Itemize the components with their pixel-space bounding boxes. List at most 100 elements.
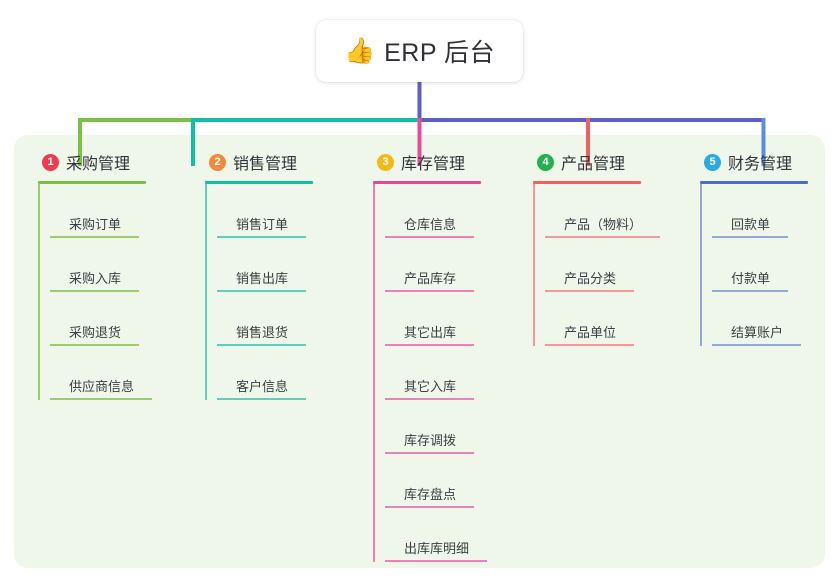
- branch-badge-1: 1: [42, 153, 59, 171]
- leaf-node[interactable]: 采购订单: [50, 184, 188, 238]
- branch-title-2: 销售管理: [233, 156, 298, 173]
- leaf-node[interactable]: 回款单: [712, 184, 839, 238]
- leaf-node[interactable]: 付款单: [712, 238, 839, 292]
- branch-spine-4: [533, 184, 535, 346]
- leaf-rule: [50, 236, 139, 238]
- branch-badge-5: 5: [704, 153, 721, 171]
- leaf-label: 产品单位: [564, 325, 617, 340]
- leaf-rule: [385, 506, 474, 508]
- leaf-label: 客户信息: [236, 379, 289, 394]
- leaf-node[interactable]: 仓库信息: [385, 184, 533, 238]
- leaf-rule: [712, 344, 801, 346]
- leaf-label: 采购入库: [69, 271, 122, 286]
- leaf-node[interactable]: 库存调拨: [385, 400, 533, 454]
- root-node-title: ERP 后台: [384, 39, 496, 67]
- leaf-rule: [385, 452, 474, 454]
- leaf-rule: [545, 290, 634, 292]
- leaf-rule: [50, 398, 152, 400]
- leaf-rule: [385, 290, 474, 292]
- leaf-label: 采购退货: [69, 325, 122, 340]
- leaf-rule: [385, 344, 474, 346]
- leaf-label: 其它入库: [404, 379, 457, 394]
- leaf-rule: [385, 398, 474, 400]
- leaf-node[interactable]: 库存盘点: [385, 454, 533, 508]
- branch-title-1: 采购管理: [66, 156, 131, 173]
- leaf-label: 销售订单: [236, 217, 289, 232]
- branch-title-5: 财务管理: [728, 156, 793, 173]
- leaf-label: 产品（物料）: [564, 217, 643, 232]
- leaf-label: 供应商信息: [69, 379, 135, 394]
- branch-header-4[interactable]: 4 产品管理: [533, 150, 703, 174]
- branch-items-3: 仓库信息 产品库存 其它出库 其它入库 库存调拨 库存盘点: [373, 184, 533, 562]
- branch-column-3: 3 库存管理 仓库信息 产品库存 其它出库 其它入库 库存调拨: [373, 150, 533, 562]
- branch-header-rule-5: [700, 181, 808, 184]
- leaf-label: 付款单: [731, 271, 771, 286]
- diagram-background-panel: [14, 135, 825, 568]
- branch-column-5: 5 财务管理 回款单 付款单 结算账户: [700, 150, 839, 346]
- leaf-node[interactable]: 产品单位: [545, 292, 703, 346]
- branch-header-5[interactable]: 5 财务管理: [700, 150, 839, 174]
- leaf-rule: [385, 236, 474, 238]
- leaf-label: 结算账户: [731, 325, 784, 340]
- leaf-label: 库存盘点: [404, 487, 457, 502]
- leaf-rule: [50, 344, 139, 346]
- branch-items-2: 销售订单 销售出库 销售退货 客户信息: [205, 184, 355, 400]
- branch-spine-3: [373, 184, 375, 562]
- branch-column-4: 4 产品管理 产品（物料） 产品分类 产品单位: [533, 150, 703, 346]
- branch-header-rule-4: [533, 181, 641, 184]
- branch-items-4: 产品（物料） 产品分类 产品单位: [533, 184, 703, 346]
- branch-title-4: 产品管理: [561, 156, 626, 173]
- branch-spine-2: [205, 184, 207, 400]
- leaf-label: 其它出库: [404, 325, 457, 340]
- leaf-node[interactable]: 采购入库: [50, 238, 188, 292]
- root-node[interactable]: 👍 ERP 后台: [316, 20, 523, 82]
- branch-column-1: 1 采购管理 采购订单 采购入库 采购退货 供应商信息: [38, 150, 188, 400]
- branch-header-rule-3: [373, 181, 481, 184]
- leaf-node[interactable]: 客户信息: [217, 346, 355, 400]
- leaf-rule: [712, 236, 788, 238]
- leaf-rule: [545, 344, 634, 346]
- leaf-label: 销售出库: [236, 271, 289, 286]
- branch-items-1: 采购订单 采购入库 采购退货 供应商信息: [38, 184, 188, 400]
- leaf-label: 回款单: [731, 217, 771, 232]
- branch-header-1[interactable]: 1 采购管理: [38, 150, 188, 174]
- leaf-rule: [50, 290, 139, 292]
- leaf-node[interactable]: 产品（物料）: [545, 184, 703, 238]
- branch-header-rule-2: [205, 181, 313, 184]
- leaf-label: 产品库存: [404, 271, 457, 286]
- branch-badge-2: 2: [209, 153, 226, 171]
- leaf-node[interactable]: 采购退货: [50, 292, 188, 346]
- leaf-label: 仓库信息: [404, 217, 457, 232]
- thumbs-up-icon: 👍: [343, 36, 376, 65]
- branch-badge-3: 3: [377, 153, 394, 171]
- branch-header-3[interactable]: 3 库存管理: [373, 150, 533, 174]
- leaf-label: 库存调拨: [404, 433, 457, 448]
- leaf-label: 销售退货: [236, 325, 289, 340]
- leaf-node[interactable]: 供应商信息: [50, 346, 188, 400]
- leaf-rule: [712, 290, 788, 292]
- leaf-node[interactable]: 其它出库: [385, 292, 533, 346]
- leaf-label: 出库库明细: [404, 541, 470, 556]
- branch-header-rule-1: [38, 181, 146, 184]
- leaf-node[interactable]: 出库库明细: [385, 508, 533, 562]
- branch-spine-5: [700, 184, 702, 346]
- leaf-rule: [545, 236, 660, 238]
- leaf-node[interactable]: 销售订单: [217, 184, 355, 238]
- branch-spine-1: [38, 184, 40, 400]
- branch-badge-4: 4: [537, 153, 554, 171]
- leaf-label: 产品分类: [564, 271, 617, 286]
- leaf-node[interactable]: 产品库存: [385, 238, 533, 292]
- branch-header-2[interactable]: 2 销售管理: [205, 150, 355, 174]
- branch-title-3: 库存管理: [401, 156, 466, 173]
- leaf-rule: [385, 560, 487, 562]
- branch-items-5: 回款单 付款单 结算账户: [700, 184, 839, 346]
- leaf-node[interactable]: 其它入库: [385, 346, 533, 400]
- leaf-rule: [217, 398, 306, 400]
- leaf-node[interactable]: 销售退货: [217, 292, 355, 346]
- leaf-node[interactable]: 结算账户: [712, 292, 839, 346]
- leaf-rule: [217, 236, 306, 238]
- leaf-label: 采购订单: [69, 217, 122, 232]
- leaf-node[interactable]: 产品分类: [545, 238, 703, 292]
- leaf-node[interactable]: 销售出库: [217, 238, 355, 292]
